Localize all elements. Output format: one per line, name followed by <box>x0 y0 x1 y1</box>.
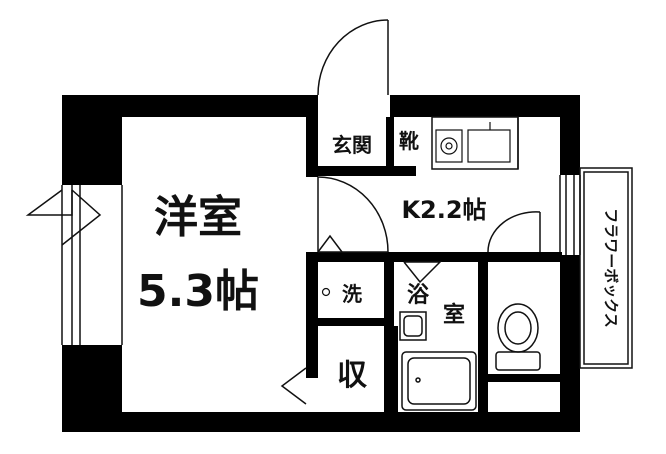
flower-box-window <box>559 167 633 369</box>
entrance-label: 玄関 <box>332 133 372 157</box>
bathtub-icon <box>401 351 477 411</box>
stove-icon <box>435 129 463 163</box>
kitchen-counter <box>431 116 519 170</box>
washbasin-icon <box>399 311 427 341</box>
interior-walls <box>306 117 562 412</box>
kitchen-label: K2.2帖 <box>401 196 486 224</box>
bathroom-label-1: 浴 <box>407 283 430 308</box>
sink-icon <box>467 122 511 163</box>
door-icon <box>280 19 541 405</box>
storage-label: 収 <box>337 358 368 393</box>
window-icon <box>25 185 123 345</box>
flower-box-label: フラワーボックス <box>602 208 620 328</box>
western-room-size: 5.3帖 <box>137 266 259 317</box>
bathroom-label-2: 室 <box>443 302 465 328</box>
washer-label: 洗 <box>342 282 362 306</box>
washer-drain-icon <box>321 287 331 297</box>
shoe-box-label: 靴 <box>399 129 419 153</box>
exterior-walls <box>62 95 580 432</box>
western-room-name: 洋室 <box>154 192 242 243</box>
toilet-icon <box>495 303 541 371</box>
